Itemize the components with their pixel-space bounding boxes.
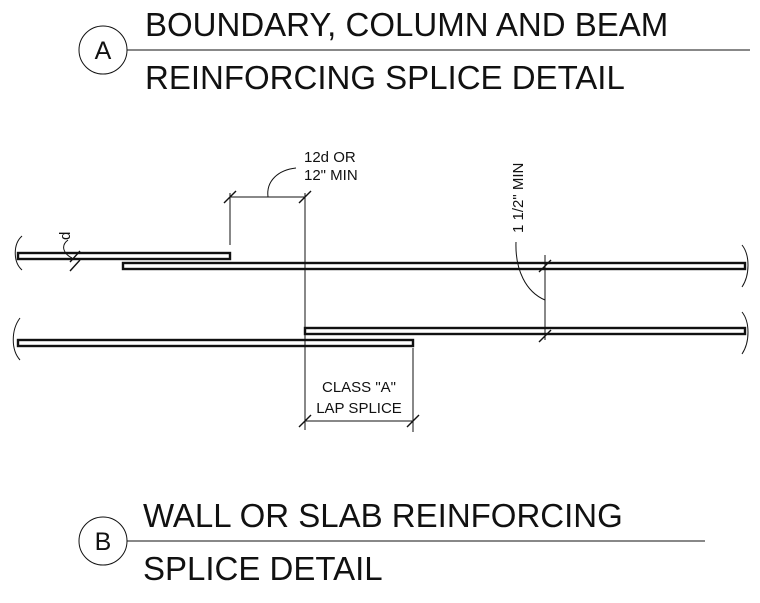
detail-a-header: A BOUNDARY, COLUMN AND BEAM REINFORCING …: [78, 6, 750, 96]
bar-diameter-tick-bottom: [69, 259, 81, 272]
detail-b-header: B WALL OR SLAB REINFORCING SPLICE DETAIL: [78, 497, 705, 587]
lap-length-label-line2: 12" MIN: [304, 167, 358, 184]
lower-right-break-line: [741, 311, 749, 355]
lower-bar-splice: [12, 311, 749, 361]
lap-splice-label-line1: CLASS "A": [322, 379, 396, 396]
lap-length-leader: [267, 167, 297, 198]
lap-length-tick-left: [223, 190, 237, 204]
clearance-dimension: 1 1/2" MIN: [510, 163, 552, 343]
upper-left-bar: [16, 251, 232, 261]
detail-a-title-line2: REINFORCING SPLICE DETAIL: [145, 59, 625, 96]
clearance-label: 1 1/2" MIN: [510, 163, 527, 233]
upper-left-break-line: [14, 235, 23, 271]
lower-right-bar: [303, 326, 747, 336]
bar-diameter-tick-top: [69, 250, 81, 263]
upper-bar-splice: d: [14, 232, 749, 288]
clearance-tick-bottom: [538, 329, 552, 343]
lap-length-label-line1: 12d OR: [304, 149, 356, 166]
bar-diameter-label: d: [57, 232, 74, 240]
bar-diameter-leader: [63, 239, 73, 259]
lap-length-tick-right: [298, 190, 312, 204]
detail-b-tag: B: [95, 528, 112, 556]
upper-right-break-line: [741, 244, 749, 288]
lap-splice-tick-right: [406, 414, 420, 428]
detail-a-title-line1: BOUNDARY, COLUMN AND BEAM: [145, 6, 668, 43]
detail-b-title-line1: WALL OR SLAB REINFORCING: [143, 497, 623, 534]
detail-a-tag: A: [95, 37, 112, 65]
lower-left-bar: [16, 338, 415, 348]
clearance-leader: [515, 241, 546, 301]
lower-left-break-line: [12, 317, 21, 361]
upper-right-bar: [121, 261, 747, 271]
lap-splice-label-line2: LAP SPLICE: [316, 400, 402, 417]
detail-b-title-line2: SPLICE DETAIL: [143, 550, 383, 587]
lap-splice-tick-left: [298, 414, 312, 428]
lap-length-dimension: 12d OR 12" MIN: [223, 149, 358, 430]
clearance-tick-top: [538, 259, 552, 273]
lap-splice-dimension: CLASS "A" LAP SPLICE: [298, 348, 420, 432]
